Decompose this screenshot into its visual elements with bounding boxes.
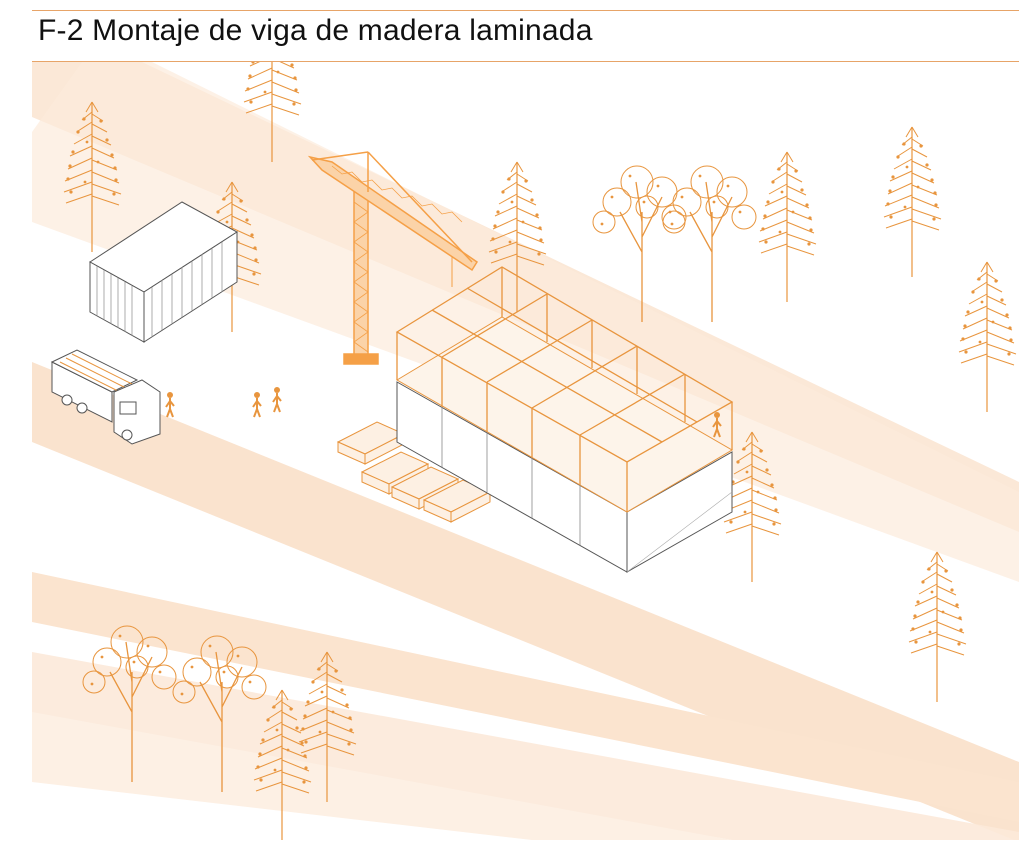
building-frame-icon	[395, 266, 734, 573]
timber-stack-icon	[336, 421, 492, 523]
page-title: F-2 Montaje de viga de madera laminada	[38, 14, 593, 47]
tower-crane-icon	[307, 151, 479, 365]
title-bar: F-2 Montaje de viga de madera laminada	[0, 0, 1019, 62]
truck-icon	[50, 349, 161, 445]
top-rule	[32, 10, 1019, 11]
title-rule	[32, 61, 1019, 62]
construction-scene	[32, 62, 1019, 840]
terrain-bands	[32, 62, 1019, 840]
site-office-icon	[89, 201, 238, 343]
